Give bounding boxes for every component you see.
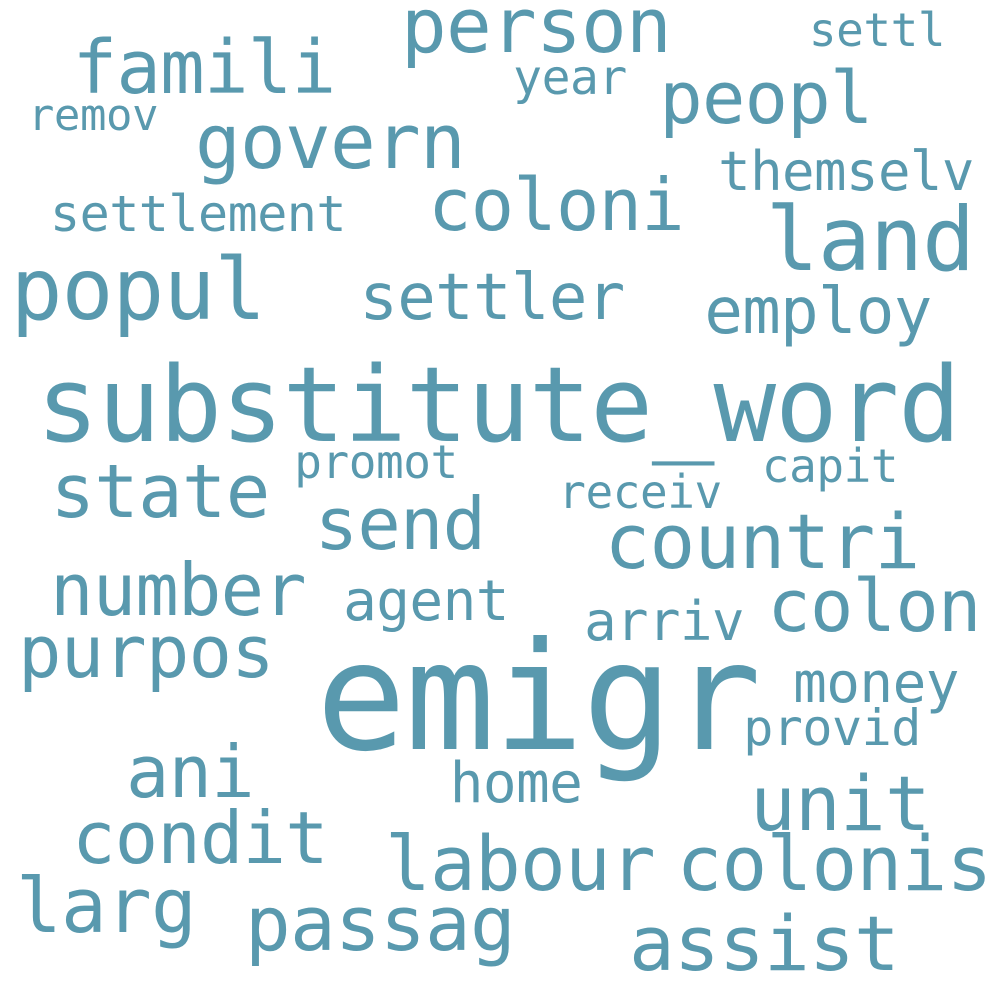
word-home: home bbox=[449, 751, 583, 816]
word-ani: ani bbox=[126, 730, 255, 814]
word-assist: assist bbox=[629, 899, 900, 988]
word-colon: colon bbox=[767, 564, 981, 648]
word-agent: agent bbox=[343, 569, 509, 634]
word-labour: labour bbox=[385, 819, 656, 908]
word-settlement: settlement bbox=[49, 185, 347, 243]
word-peopl: peopl bbox=[659, 56, 873, 140]
word-send: send bbox=[314, 482, 486, 566]
word-coloni: coloni bbox=[428, 163, 685, 247]
word-receiv: receiv bbox=[558, 465, 722, 519]
word-state: state bbox=[50, 449, 270, 535]
word-emigr: emigr bbox=[315, 611, 762, 785]
word-govern: govern bbox=[195, 97, 466, 186]
word-larg: larg bbox=[16, 861, 197, 950]
word-employ: employ bbox=[704, 275, 932, 349]
word-settl: settl bbox=[808, 3, 946, 57]
word-themselv: themselv bbox=[718, 140, 974, 203]
word-unit: unit bbox=[750, 759, 931, 848]
word-arriv: arriv bbox=[584, 590, 744, 653]
word-popul: popul bbox=[10, 240, 266, 340]
word-passag: passag bbox=[245, 879, 516, 968]
word-countri: countri bbox=[604, 497, 921, 586]
word-purpos: purpos bbox=[18, 610, 275, 694]
word-person: person bbox=[401, 0, 672, 70]
word-year: year bbox=[513, 50, 627, 106]
word-capit: capit bbox=[761, 439, 899, 493]
word-substitute-word: substitute_word bbox=[36, 344, 961, 466]
word-money: money bbox=[793, 651, 959, 716]
word-promot: promot bbox=[294, 435, 458, 489]
word-number: number bbox=[50, 548, 307, 632]
word-remov: remov bbox=[27, 90, 159, 141]
word-land: land bbox=[765, 188, 975, 291]
word-famili: famili bbox=[72, 25, 337, 111]
word-settler: settler bbox=[359, 261, 625, 335]
word-provid: provid bbox=[743, 699, 921, 757]
word-condit: condit bbox=[72, 796, 329, 880]
word-colonis: colonis bbox=[676, 819, 993, 908]
